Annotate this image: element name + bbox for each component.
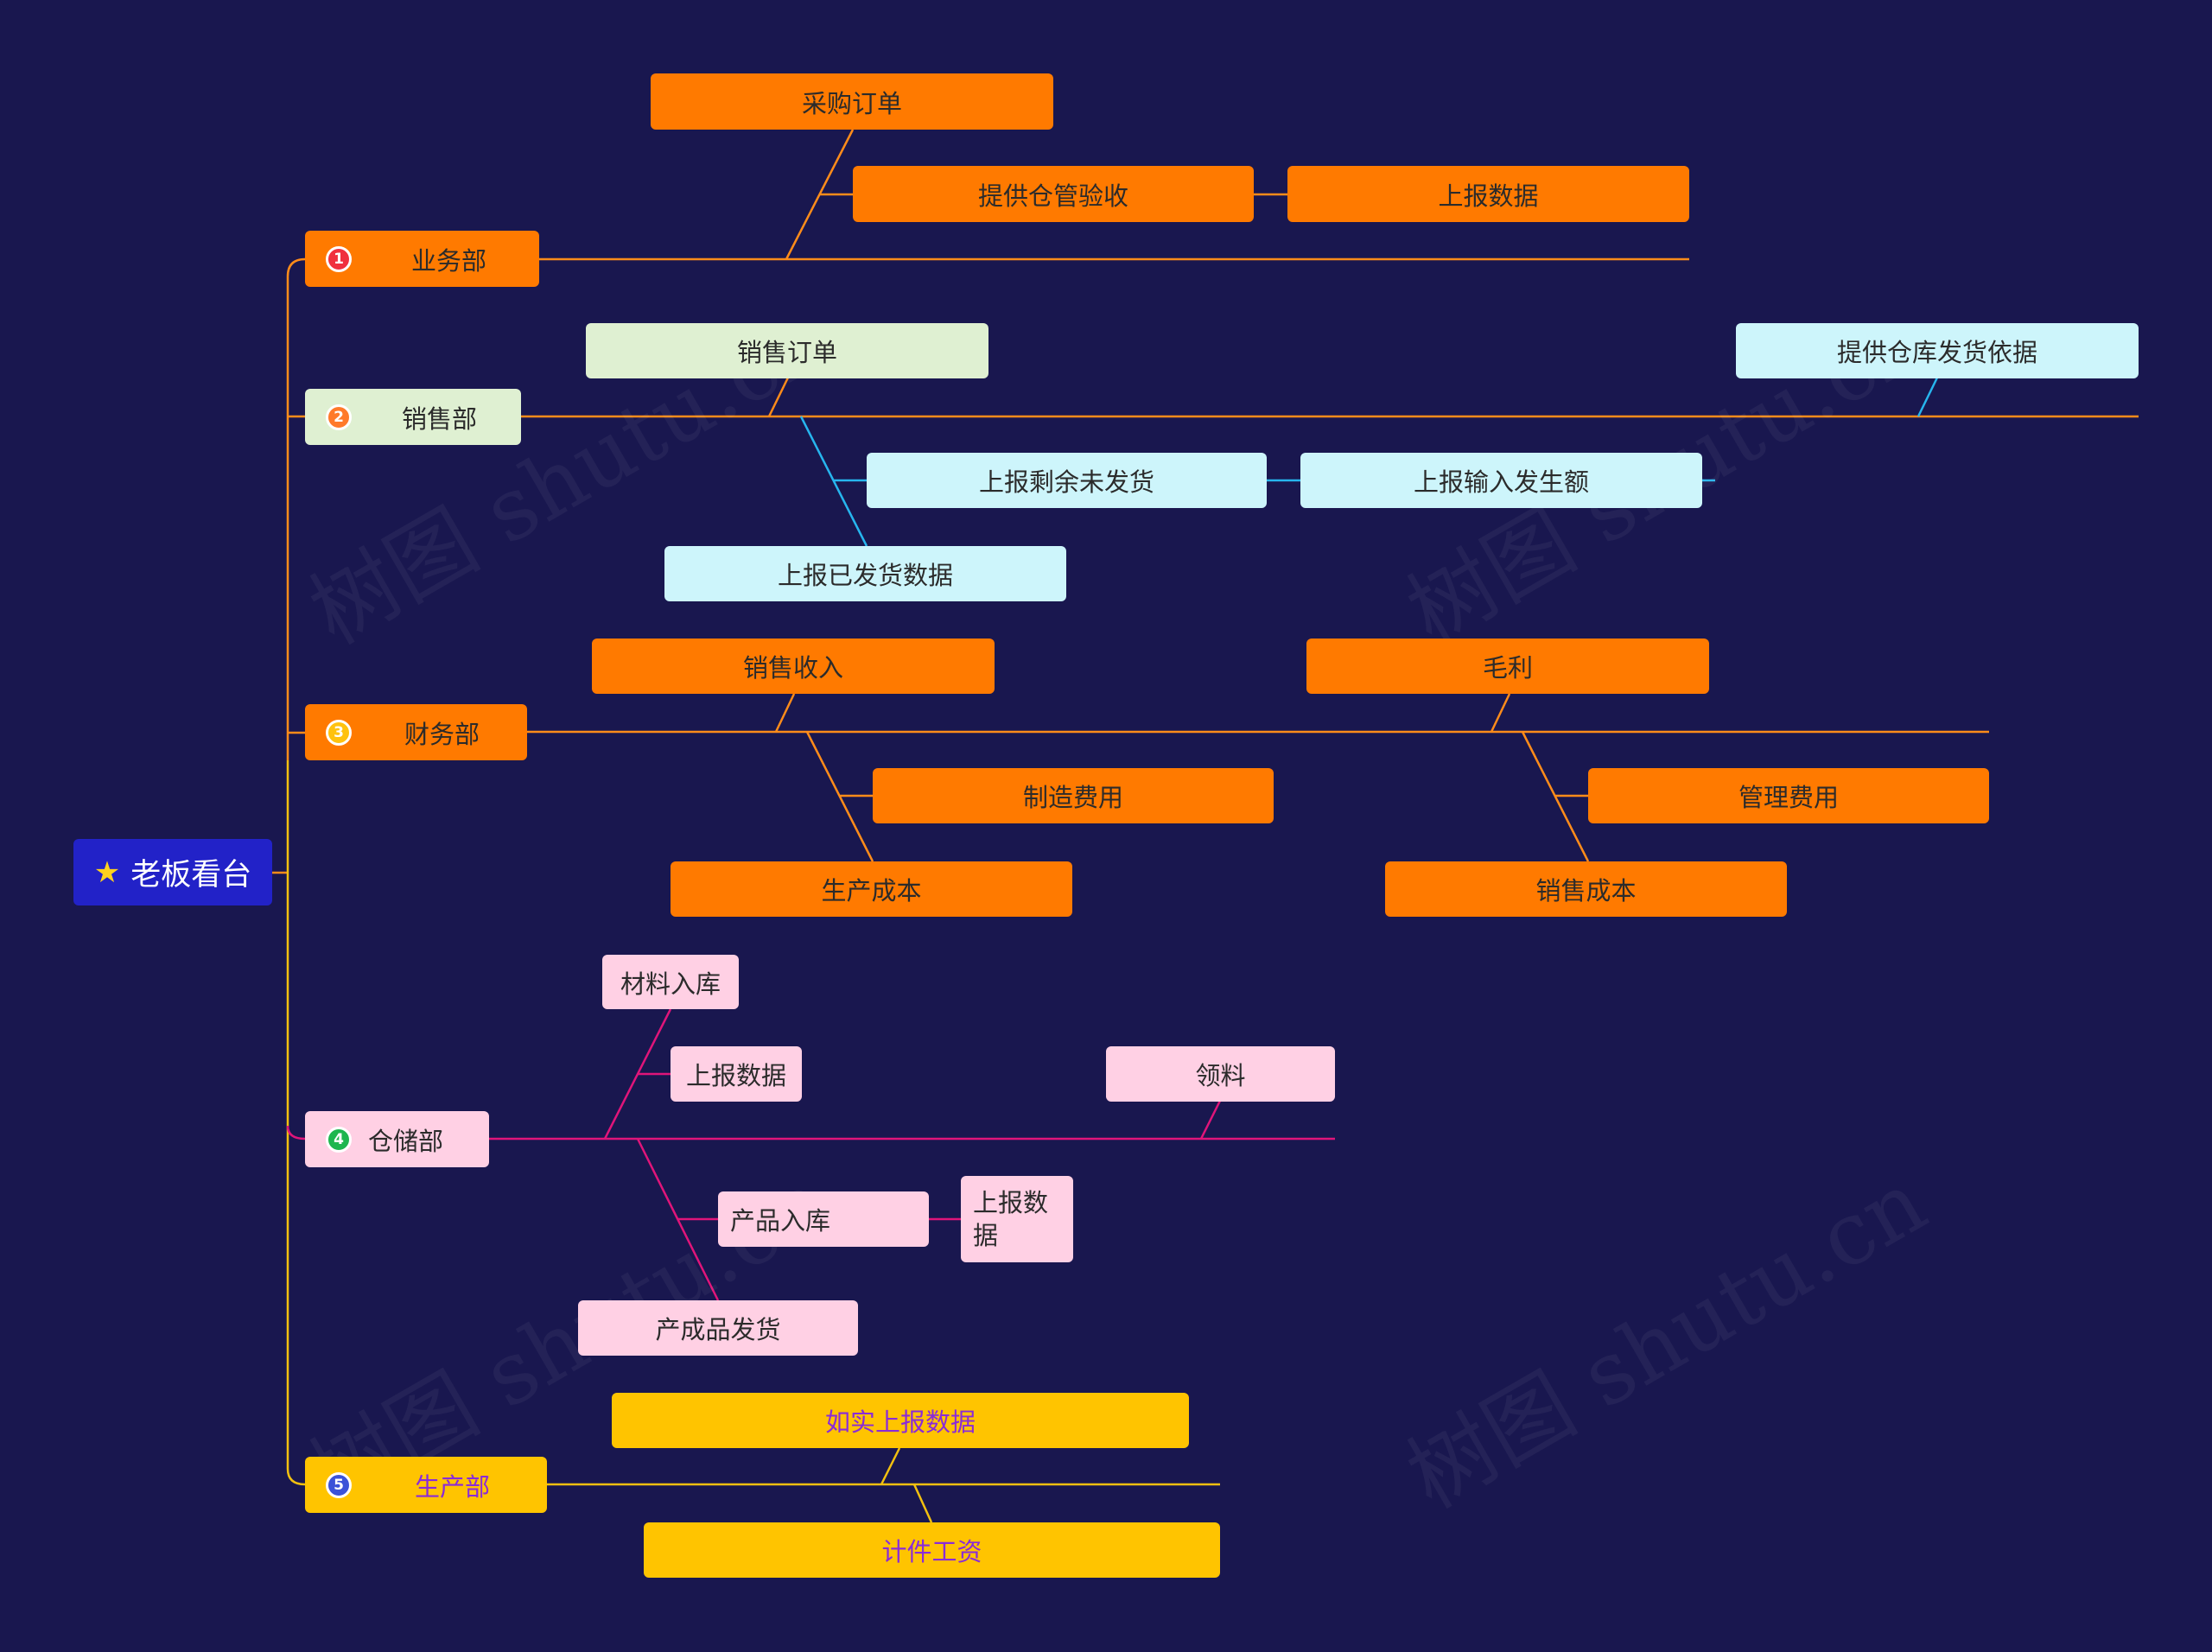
node-piece-wage[interactable]: 计件工资 xyxy=(644,1522,1220,1578)
badge-3: 3 xyxy=(326,719,352,746)
node-report-data-2[interactable]: 上报数据 xyxy=(671,1046,802,1102)
dept-node-2[interactable]: 2 销售部 xyxy=(305,389,521,445)
node-manufacturing-cost[interactable]: 制造费用 xyxy=(873,768,1274,823)
dept2-branch-shipping xyxy=(1916,377,1939,417)
dept3-branch-cost xyxy=(805,731,874,862)
dept3-branch-profit xyxy=(1490,693,1511,733)
dept3-branch-revenue xyxy=(774,693,796,733)
node-purchase-order[interactable]: 采购订单 xyxy=(651,73,1053,130)
node-report-data-1[interactable]: 上报数据 xyxy=(1287,166,1689,222)
dept5-branch-truth xyxy=(880,1447,901,1485)
node-management-cost[interactable]: 管理费用 xyxy=(1588,768,1989,823)
badge-5: 5 xyxy=(326,1471,352,1498)
node-product-ship[interactable]: 产成品发货 xyxy=(578,1300,858,1356)
dept-label-2: 销售部 xyxy=(402,403,478,434)
dept3-branch-mgmt xyxy=(1521,731,1590,862)
dept4-branch-material xyxy=(603,1008,672,1140)
star-icon: ★ xyxy=(93,855,121,890)
trunk-to-dept-5 xyxy=(286,1468,306,1486)
root-node[interactable]: ★ 老板看台 xyxy=(73,839,272,905)
root-trunk-line xyxy=(272,276,289,874)
dept-node-5[interactable]: 5 生产部 xyxy=(305,1457,547,1513)
trunk-to-dept-1 xyxy=(286,257,306,277)
node-sales-order[interactable]: 销售订单 xyxy=(586,323,988,378)
node-material-pick[interactable]: 领料 xyxy=(1106,1046,1335,1102)
node-sales-cost[interactable]: 销售成本 xyxy=(1385,861,1787,917)
node-warehouse-check[interactable]: 提供仓管验收 xyxy=(853,166,1254,222)
dept-label-4: 仓储部 xyxy=(368,1126,444,1156)
dept4-branch-pick xyxy=(1199,1100,1222,1140)
dept4-branch-product xyxy=(636,1138,961,1301)
node-report-amount[interactable]: 上报输入发生额 xyxy=(1300,453,1702,508)
badge-2: 2 xyxy=(326,403,352,430)
dept-node-1[interactable]: 1 业务部 xyxy=(305,231,539,287)
dept2-branch-report xyxy=(799,416,1715,547)
dept2-branch-sales-order xyxy=(767,377,790,417)
trunk-to-dept-4 xyxy=(286,1125,306,1141)
dept5-branch-wage xyxy=(912,1484,933,1523)
dept-label-1: 业务部 xyxy=(411,245,487,276)
dept1-branch-purchase xyxy=(785,129,855,260)
node-shipping-basis[interactable]: 提供仓库发货依据 xyxy=(1736,323,2139,378)
dept-label-5: 生产部 xyxy=(415,1471,491,1502)
node-production-cost[interactable]: 生产成本 xyxy=(671,861,1072,917)
node-gross-profit[interactable]: 毛利 xyxy=(1306,639,1709,694)
dept-label-3: 财务部 xyxy=(404,719,480,749)
dept-node-3[interactable]: 3 财务部 xyxy=(305,704,527,760)
node-sales-revenue[interactable]: 销售收入 xyxy=(592,639,995,694)
node-report-data-3[interactable]: 上报数据 xyxy=(961,1176,1073,1262)
node-report-remaining[interactable]: 上报剩余未发货 xyxy=(867,453,1267,508)
node-report-truth[interactable]: 如实上报数据 xyxy=(612,1393,1189,1448)
node-report-shipped[interactable]: 上报已发货数据 xyxy=(664,546,1066,601)
node-product-in[interactable]: 产品入库 xyxy=(718,1191,929,1247)
node-material-in[interactable]: 材料入库 xyxy=(602,955,739,1009)
badge-1: 1 xyxy=(326,245,352,272)
root-label: 老板看台 xyxy=(130,858,252,893)
badge-4: 4 xyxy=(326,1126,352,1153)
dept-node-4[interactable]: 4 仓储部 xyxy=(305,1111,489,1167)
